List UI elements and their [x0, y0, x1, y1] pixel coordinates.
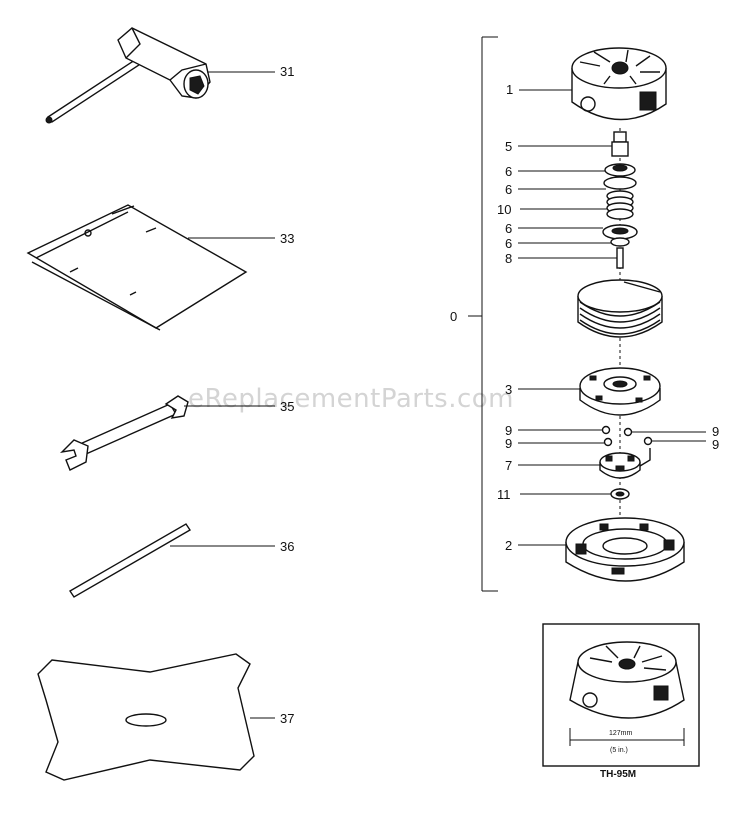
spool[interactable] [577, 279, 663, 338]
callout-6a: 6 [505, 164, 512, 179]
part-7-clutch[interactable] [518, 448, 651, 479]
callout-33: 33 [280, 231, 294, 246]
callout-8: 8 [505, 251, 512, 266]
callout-5: 5 [505, 139, 512, 154]
assembly-bracket [468, 36, 498, 592]
part-3-plate[interactable] [518, 367, 661, 416]
part-1-cover[interactable] [519, 47, 667, 121]
callout-7: 7 [505, 458, 512, 473]
callout-11: 11 [497, 487, 511, 502]
part-36-rod[interactable] [69, 523, 275, 598]
part-10-spring[interactable] [520, 190, 634, 220]
callout-6b: 6 [505, 182, 512, 197]
callout-3: 3 [505, 382, 512, 397]
callout-6d: 6 [505, 236, 512, 251]
part-6-washer-upper[interactable] [518, 163, 636, 177]
callout-10: 10 [497, 202, 511, 217]
inset-model-label: TH-95M [600, 769, 636, 780]
part-35-wrench[interactable] [59, 395, 275, 471]
part-5-nut[interactable] [518, 131, 629, 157]
callout-6c: 6 [505, 221, 512, 236]
part-6-washer-upper-2[interactable] [518, 176, 637, 190]
part-33-manual[interactable] [26, 204, 275, 331]
part-2-housing[interactable] [518, 517, 685, 582]
callout-37: 37 [280, 711, 294, 726]
part-6-washer-lower[interactable] [518, 224, 638, 240]
callout-9b: 9 [505, 436, 512, 451]
inset-dimension-in: (5 in.) [610, 747, 628, 754]
part-11-washer[interactable] [520, 488, 630, 500]
callout-9d: 9 [712, 437, 719, 452]
callout-9c: 9 [712, 424, 719, 439]
inset-assembled-head [542, 623, 700, 767]
callout-31: 31 [280, 64, 294, 79]
part-31-box-wrench[interactable] [45, 27, 275, 124]
inset-dimension-mm: 127mm [609, 730, 633, 737]
callout-0: 0 [450, 309, 457, 324]
part-37-blade[interactable] [37, 653, 275, 781]
callout-36: 36 [280, 539, 294, 554]
part-6-washer-lower-2[interactable] [518, 237, 630, 247]
callout-35: 35 [280, 399, 294, 414]
part-8-pin[interactable] [518, 247, 624, 269]
callout-9a: 9 [505, 423, 512, 438]
part-9-balls[interactable] [518, 425, 706, 447]
watermark-text: eReplacementParts.com [188, 384, 514, 414]
callout-1: 1 [506, 82, 513, 97]
callout-2: 2 [505, 538, 512, 553]
